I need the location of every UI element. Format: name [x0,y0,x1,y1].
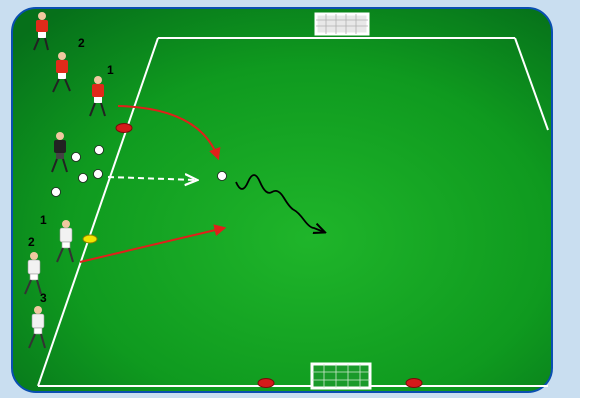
dribble-arrow-icon [235,174,324,232]
player-number-red-2: 2 [78,36,85,50]
cone-icon [257,378,275,388]
player-number-white-3: 3 [40,291,47,305]
player-number-red-1: 1 [107,63,114,77]
ball-icon [71,152,81,162]
pass-arrow-icon [79,224,227,263]
player-number-white-2: 2 [28,235,35,249]
goal-icon [310,362,372,390]
cone-icon [115,123,133,133]
ball-icon [217,171,227,181]
player-number-white-1: 1 [40,213,47,227]
pass-arrow-icon [117,105,221,161]
blank-panel [580,0,600,398]
player-icon [33,12,49,51]
run-arrow-icon [107,177,196,180]
player-icon [89,76,106,117]
ball-icon [94,145,104,155]
pitch [11,7,553,393]
player-icon [24,252,42,295]
player-icon [56,220,74,263]
cone-icon [405,378,423,388]
ball-cluster [51,145,227,197]
player-icon [28,306,46,349]
player-icon [52,52,71,93]
ball-icon [93,169,103,179]
field-lines [37,37,549,387]
cone-icon [82,234,98,244]
player-icon [51,132,68,173]
goal-icon [314,12,370,36]
ball-icon [51,187,61,197]
ball-icon [78,173,88,183]
drill-diagram: 2 1 1 2 3 [11,7,553,393]
